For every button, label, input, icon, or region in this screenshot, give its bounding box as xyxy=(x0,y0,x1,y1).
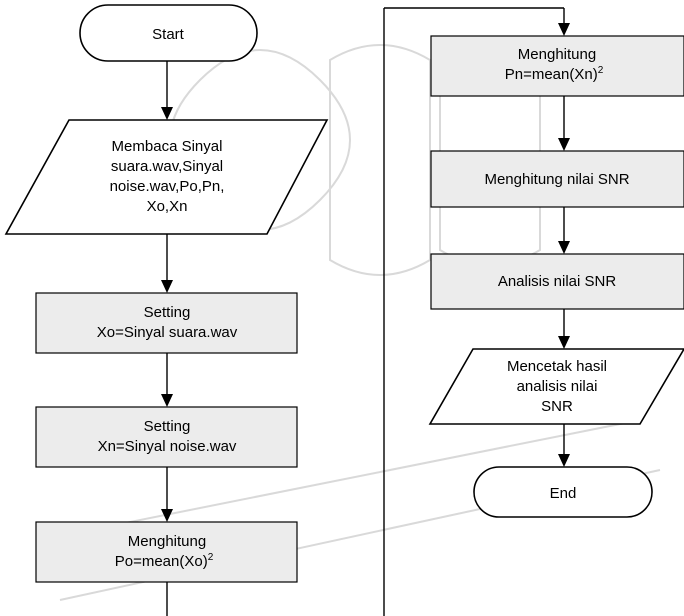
setting-xn-line-1: Setting xyxy=(144,418,191,435)
compute-snr-process: Menghitung nilai SNR xyxy=(430,150,684,208)
compute-pn-formula: Pn=mean(Xn) xyxy=(505,66,598,83)
start-label: Start xyxy=(152,26,185,43)
compute-po-formula: Po=mean(Xo) xyxy=(115,553,208,570)
start-terminator: Start xyxy=(79,4,258,62)
svg-text:Pn=mean(Xn)2: Pn=mean(Xn)2 xyxy=(505,65,604,83)
print-output-parallelogram: Mencetak hasil analisis nilai SNR xyxy=(428,348,684,425)
setting-xn-process: Setting Xn=Sinyal noise.wav xyxy=(35,406,298,468)
setting-xo-line-1: Setting xyxy=(144,304,191,321)
print-output-line-3: SNR xyxy=(541,398,573,415)
right-column-connector xyxy=(383,7,570,616)
setting-xn-line-2: Xn=Sinyal noise.wav xyxy=(98,438,237,455)
read-input-line-1: Membaca Sinyal xyxy=(112,138,223,155)
read-input-line-4: Xo,Xn xyxy=(147,198,188,215)
setting-xo-process: Setting Xo=Sinyal suara.wav xyxy=(35,292,298,354)
compute-po-line-1: Menghitung xyxy=(128,533,206,550)
analyze-snr-label: Analisis nilai SNR xyxy=(498,273,617,290)
compute-po-exponent: 2 xyxy=(208,552,214,563)
compute-snr-label: Menghitung nilai SNR xyxy=(484,171,629,188)
compute-po-process: Menghitung Po=mean(Xo)2 xyxy=(35,521,298,583)
read-input-parallelogram: Membaca Sinyal suara.wav,Sinyal noise.wa… xyxy=(4,119,329,235)
analyze-snr-process: Analisis nilai SNR xyxy=(430,253,684,310)
right-column-arrows xyxy=(558,96,570,467)
left-column-connectors xyxy=(161,61,173,616)
compute-pn-process: Menghitung Pn=mean(Xn)2 xyxy=(430,35,684,97)
print-output-line-1: Mencetak hasil xyxy=(507,358,607,375)
setting-xo-line-2: Xo=Sinyal suara.wav xyxy=(97,324,238,341)
read-input-line-2: suara.wav,Sinyal xyxy=(111,158,223,175)
end-terminator: End xyxy=(473,466,653,518)
svg-text:Po=mean(Xo)2: Po=mean(Xo)2 xyxy=(115,552,214,570)
print-output-line-2: analisis nilai xyxy=(517,378,598,395)
compute-pn-line-1: Menghitung xyxy=(518,46,596,63)
end-label: End xyxy=(550,485,577,502)
compute-pn-exponent: 2 xyxy=(598,65,604,76)
read-input-line-3: noise.wav,Po,Pn, xyxy=(110,178,225,195)
